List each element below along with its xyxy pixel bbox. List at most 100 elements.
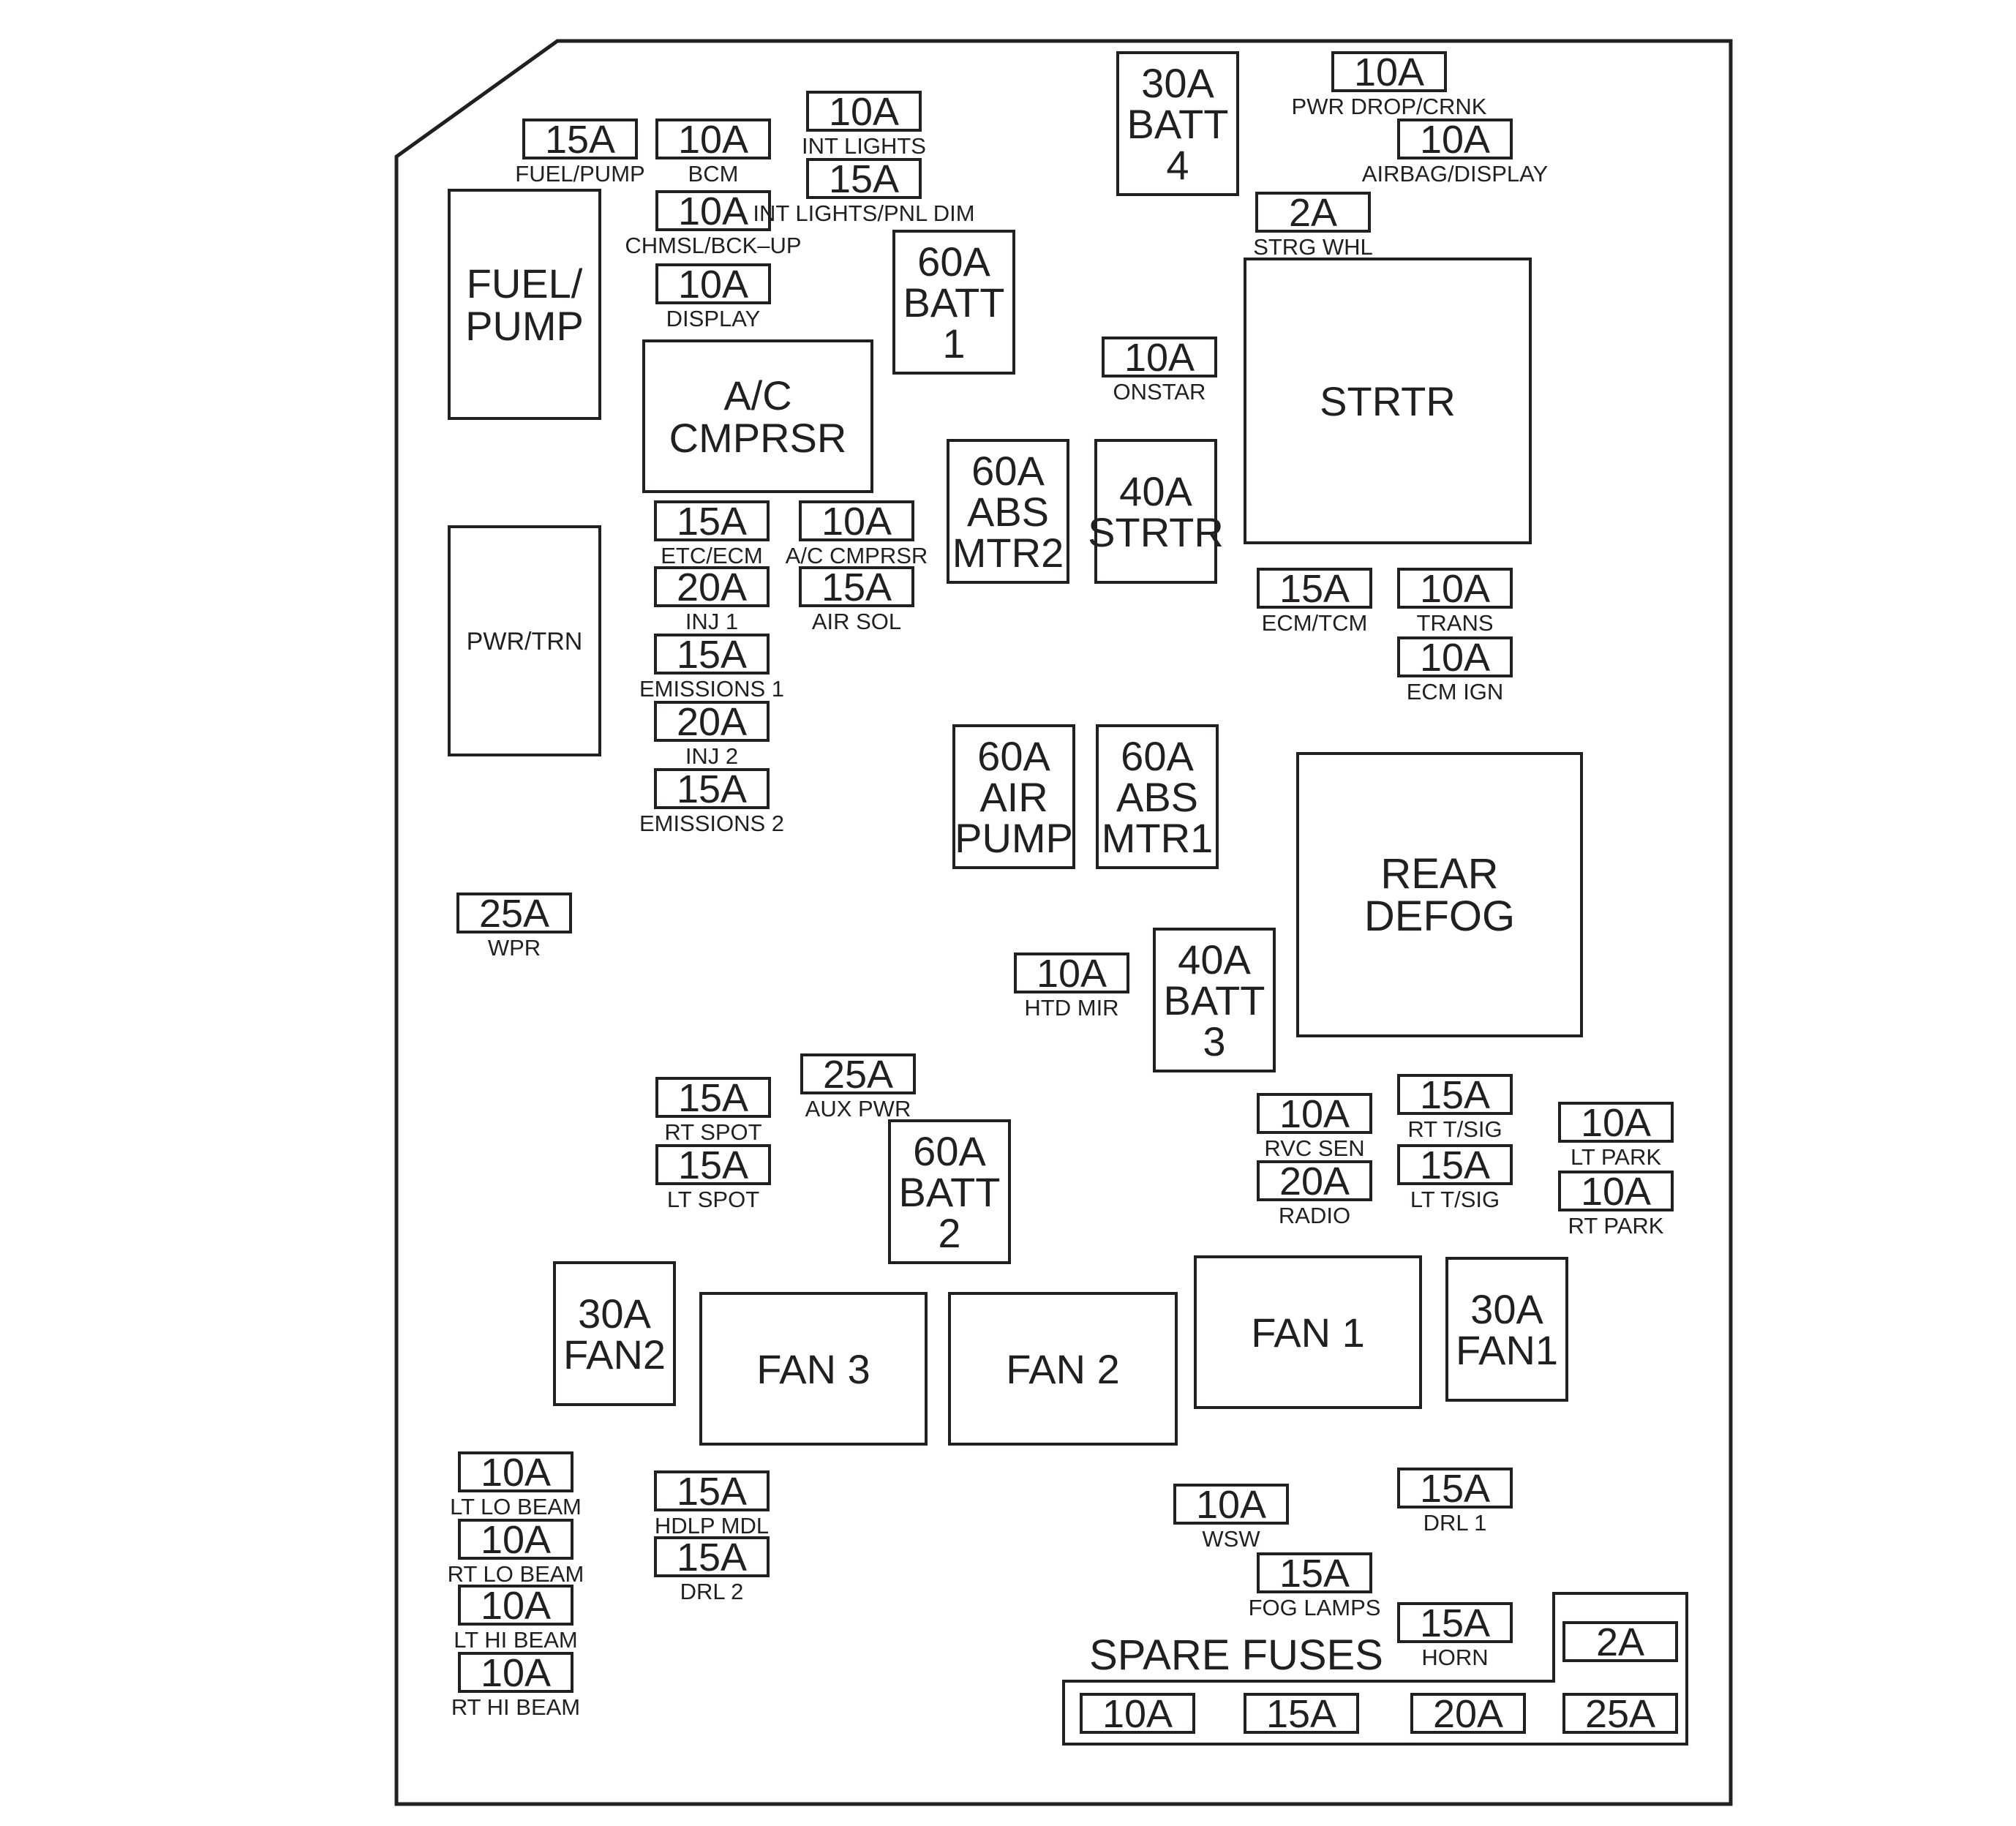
- fuse-rating: 15A: [677, 767, 747, 811]
- fuse-label: ECM IGN: [1407, 679, 1504, 705]
- fuse-rating: 15A: [1420, 1073, 1490, 1117]
- fuse-label: LT HI BEAM: [454, 1627, 577, 1653]
- relay-label: A/C: [723, 372, 791, 418]
- fuse-label: FOG LAMPS: [1249, 1595, 1381, 1620]
- spare-fuses-title: SPARE FUSES: [1089, 1631, 1383, 1679]
- fuse-label: RT SPOT: [664, 1119, 761, 1145]
- maxi-fuse-layer: 30ABATT460ABATT160AABSMTR240ASTRTR60AAIR…: [553, 51, 1568, 1406]
- fuse-outline: [1255, 192, 1371, 233]
- fuse-label: ETC/ECM: [661, 543, 763, 568]
- maxi-fuse-outline: [1116, 51, 1239, 196]
- fuse-rating: 10A: [678, 118, 748, 162]
- fuse-outline: [806, 158, 922, 199]
- maxi-fuse-label: PUMP: [955, 815, 1073, 861]
- fuse-label: INJ 2: [685, 743, 738, 769]
- fuse-rating: 10A: [1581, 1101, 1651, 1145]
- relay-outline: [948, 1292, 1178, 1446]
- maxi-fuse-label: 30A: [1141, 60, 1214, 106]
- spare-fuse-rating: 2A: [1596, 1620, 1644, 1664]
- fuse-label: DRL 2: [680, 1579, 744, 1604]
- fuse-outline: [1397, 119, 1513, 159]
- fuse-outline: [655, 263, 771, 304]
- relay-layer: FUEL/PUMPA/CCMPRSRSTRTRPWR/TRNREARDEFOGF…: [448, 189, 1583, 1446]
- relay-label: FAN 2: [1006, 1346, 1120, 1392]
- fuse-label: HORN: [1421, 1645, 1488, 1670]
- fuse-outline: [655, 1144, 771, 1185]
- fuse-label: RT T/SIG: [1407, 1116, 1502, 1142]
- fuse-rating: 15A: [677, 500, 747, 544]
- spare-fuse-outline: [1410, 1693, 1526, 1734]
- fuse-rating: 15A: [1420, 1143, 1490, 1187]
- fan2-relay: FAN 2: [948, 1292, 1178, 1446]
- fuse-outline: [1397, 1144, 1513, 1185]
- fuse-label: PWR DROP/CRNK: [1292, 94, 1487, 119]
- fuse-outline: [1397, 1074, 1513, 1115]
- spare-fuse-outline: [1244, 1693, 1359, 1734]
- fuse-rating: 10A: [1420, 567, 1490, 611]
- spare-fuse-20a: 20A: [1410, 1692, 1526, 1736]
- maxi-fuse-label: BATT: [903, 279, 1005, 326]
- relay-outline: [448, 189, 601, 420]
- maxi-fuse-label: STRTR: [1088, 509, 1224, 555]
- fuse-rating: 10A: [678, 263, 748, 307]
- fuse-rating: 20A: [677, 700, 747, 744]
- spare-fuse-10a: 10A: [1080, 1692, 1195, 1736]
- spare-fuse-outline: [1562, 1693, 1678, 1734]
- fuse-outline: [1397, 1468, 1513, 1508]
- maxi-fuse-outline: [947, 439, 1069, 584]
- relay-label: CMPRSR: [669, 415, 847, 461]
- relay-outline: [448, 525, 601, 756]
- fuse-label: INJ 1: [685, 609, 738, 634]
- fuse-outline: [1331, 51, 1447, 92]
- fuse-label: DRL 1: [1423, 1510, 1487, 1536]
- fuse-outline: [655, 1077, 771, 1118]
- fuse-outline: [654, 768, 770, 809]
- fuse-label: RADIO: [1279, 1203, 1350, 1228]
- fuse-outline: [655, 190, 771, 231]
- fuse-label: LT LO BEAM: [450, 1494, 582, 1519]
- fuse-rating: 15A: [677, 1536, 747, 1579]
- spare-fuse-15a: 15A: [1244, 1692, 1359, 1736]
- fuse-label: ONSTAR: [1113, 379, 1206, 405]
- fuse-rating: 10A: [821, 500, 892, 544]
- fuse-rating: 2A: [1289, 191, 1337, 235]
- fuse-outline: [1257, 568, 1372, 609]
- fuse-rating: 15A: [821, 566, 892, 609]
- relay-outline: [699, 1292, 928, 1446]
- spare-fuse-rating: 10A: [1102, 1692, 1173, 1736]
- fan3-relay: FAN 3: [699, 1292, 928, 1446]
- fuse-rating: 25A: [823, 1053, 893, 1097]
- fuse-label: WSW: [1202, 1526, 1260, 1552]
- fuse-label: INT LIGHTS/PNL DIM: [753, 200, 974, 226]
- fuse-outline: [1257, 1552, 1372, 1593]
- fuse-outline: [1102, 337, 1217, 377]
- fuse-rating: 15A: [677, 633, 747, 677]
- fuse-outline: [1558, 1171, 1674, 1211]
- maxi-fuse-label: 1: [942, 320, 965, 367]
- relay-label: PUMP: [465, 303, 584, 349]
- fuse-outline: [1257, 1093, 1372, 1134]
- spare-fuse-rating: 20A: [1433, 1692, 1503, 1736]
- fuse-label: FUEL/PUMP: [515, 161, 644, 187]
- fuse-label: LT SPOT: [667, 1187, 759, 1212]
- maxi-fuse-outline: [892, 230, 1015, 375]
- fuse-rating: 10A: [1124, 336, 1195, 380]
- fuse-rating: 10A: [1420, 636, 1490, 680]
